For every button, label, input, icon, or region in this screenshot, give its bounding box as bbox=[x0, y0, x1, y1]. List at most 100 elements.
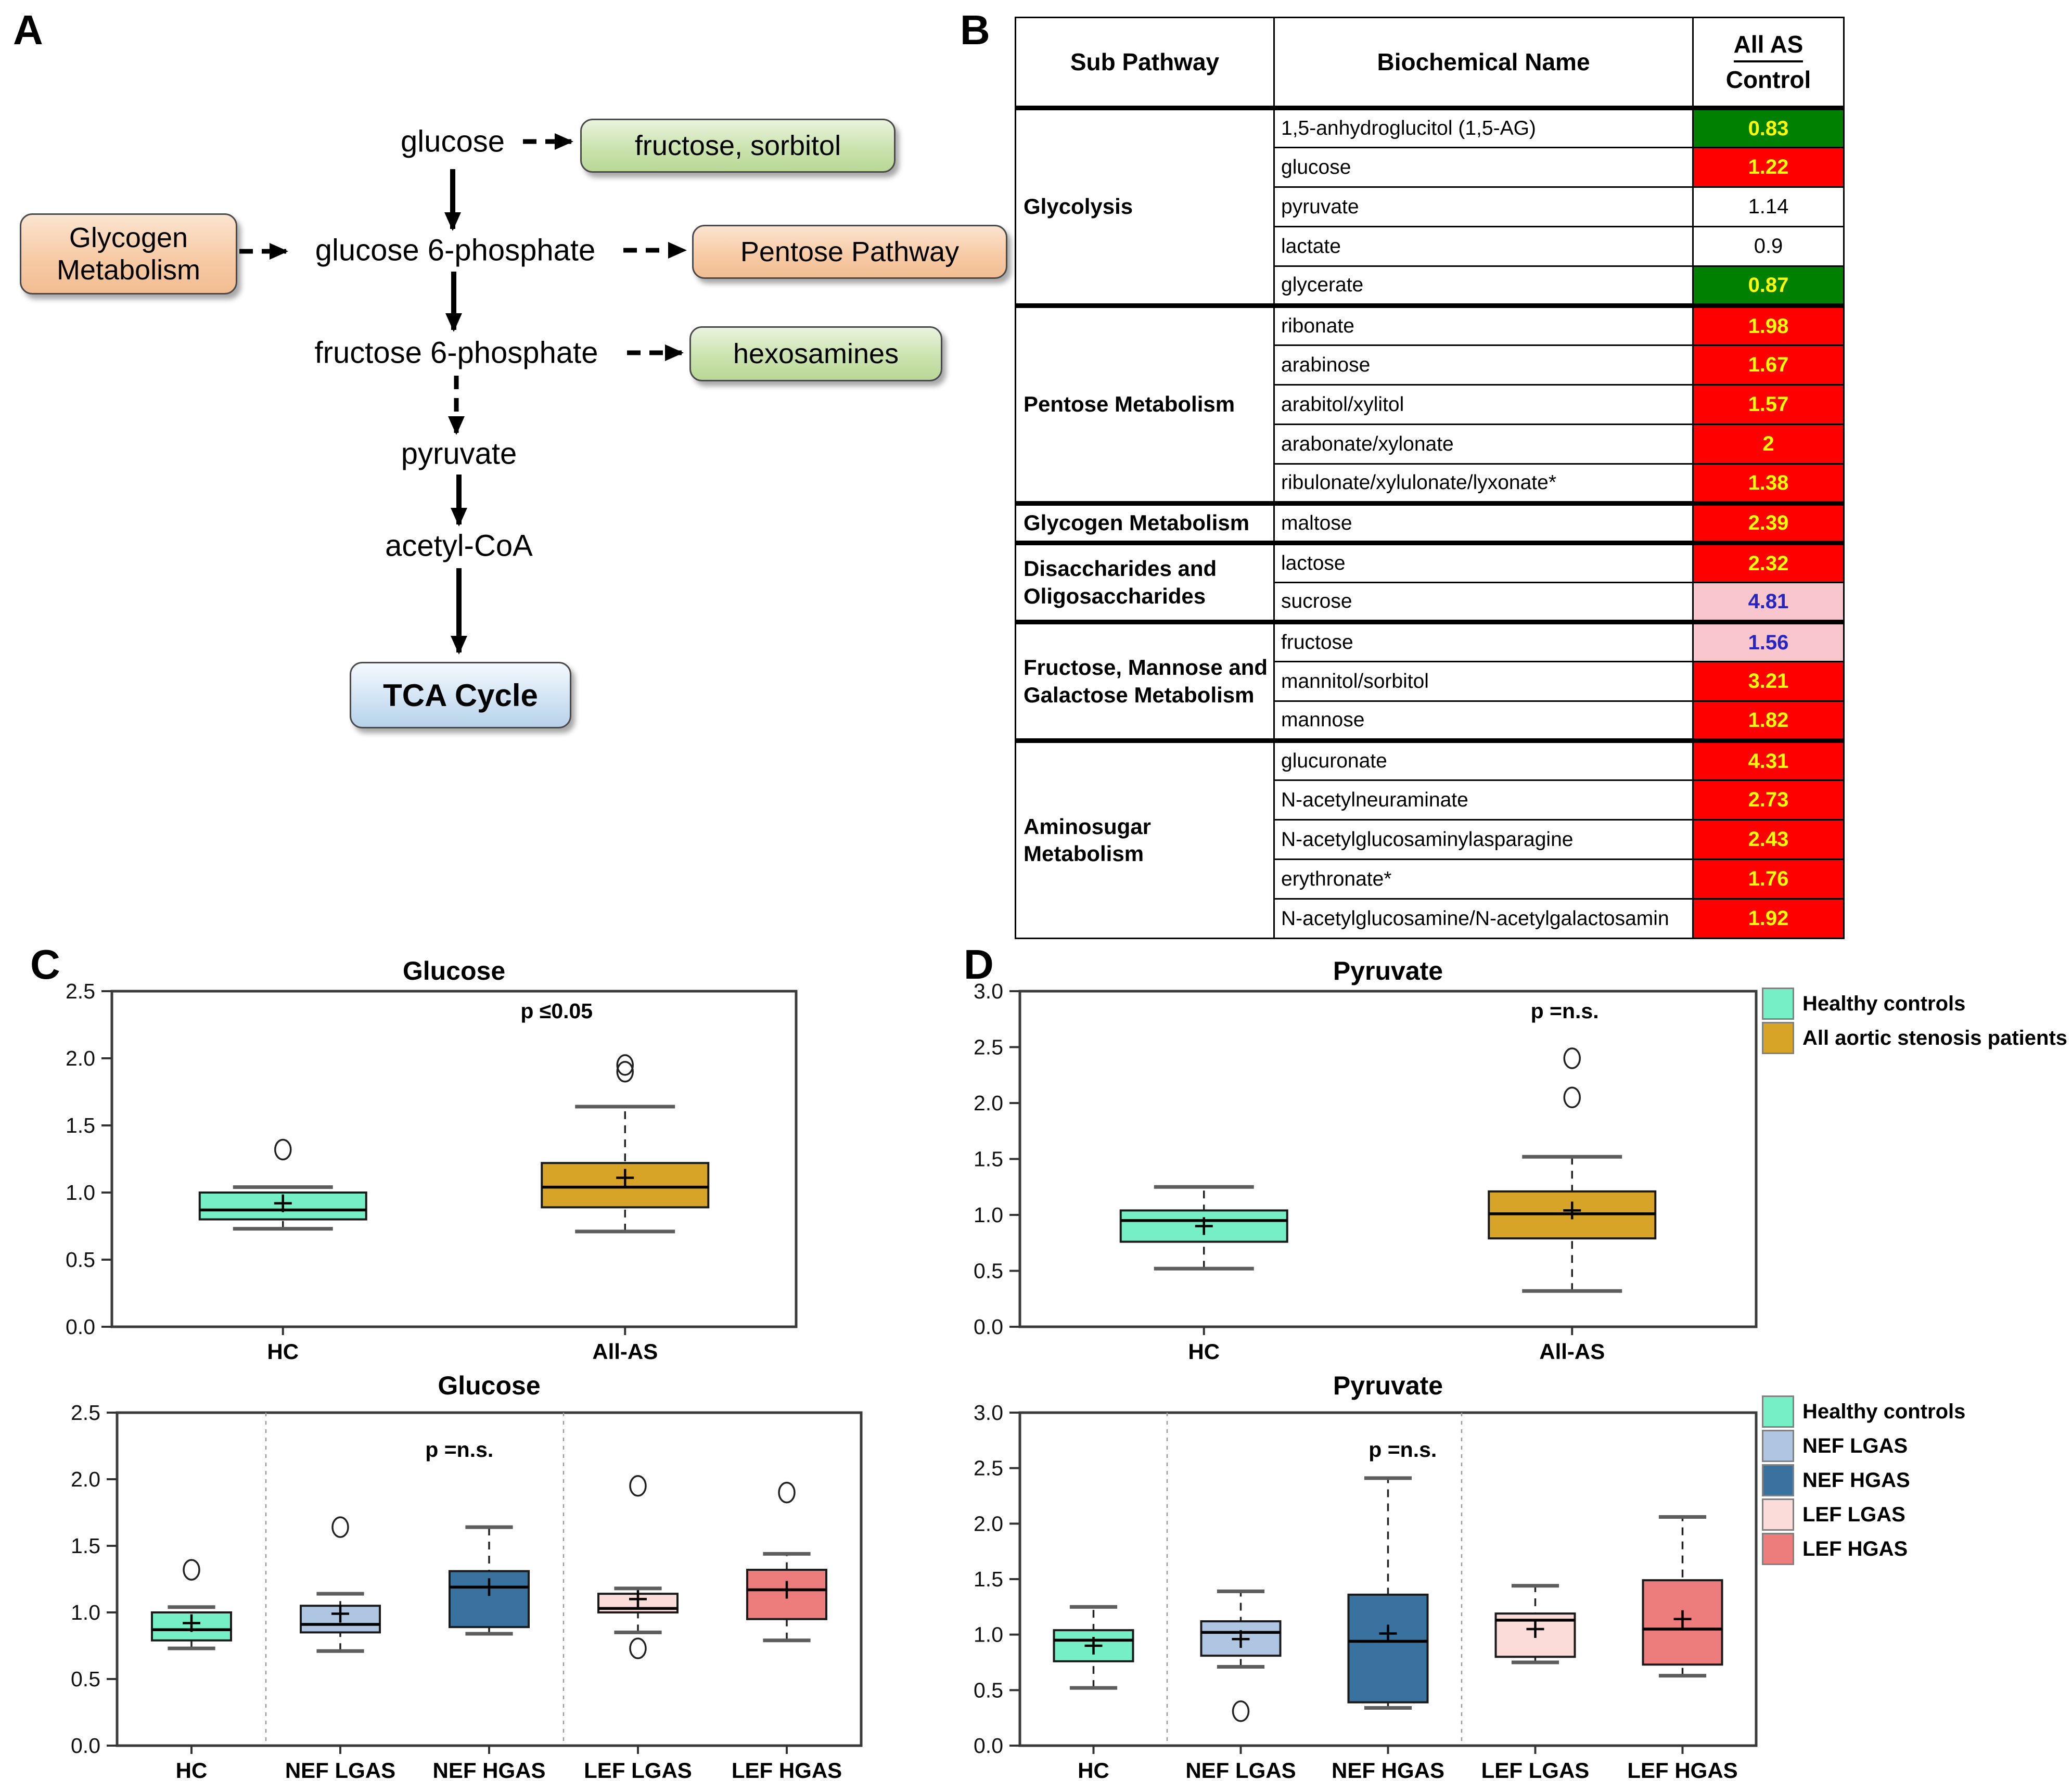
outlier-point bbox=[616, 1061, 634, 1083]
y-tick-label: 0.0 bbox=[66, 1315, 95, 1339]
biochemical-name-cell: arabinose bbox=[1273, 344, 1694, 386]
box-hexosamines: hexosamines bbox=[689, 326, 942, 381]
y-tick-label: 0.5 bbox=[974, 1678, 1003, 1702]
legend-swatch-icon bbox=[1762, 1430, 1794, 1462]
plot-frame bbox=[1018, 990, 1758, 1328]
biochemical-name-cell: sucrose bbox=[1273, 582, 1694, 623]
ratio-value-cell: 1.67 bbox=[1692, 344, 1845, 386]
legend-item: NEF LGAS bbox=[1762, 1430, 1908, 1462]
y-tick-label: 2.0 bbox=[71, 1467, 100, 1491]
table-row: N-acetylglucosamine/N-acetylgalactosamin… bbox=[1016, 898, 1845, 939]
sub-pathway-cell: Pentose Metabolism bbox=[1015, 303, 1275, 504]
col-header-ratio: All AS Control bbox=[1692, 17, 1845, 110]
ratio-value-cell: 1.92 bbox=[1692, 898, 1845, 939]
y-tick-label: 2.5 bbox=[71, 1401, 100, 1425]
panel-label-a: A bbox=[13, 7, 43, 53]
biochemical-name-cell: lactose bbox=[1273, 541, 1694, 583]
y-tick-label: 2.0 bbox=[974, 1511, 1003, 1535]
legend-label: Healthy controls bbox=[1802, 992, 1966, 1015]
table-row: erythronate*1.76 bbox=[1016, 859, 1845, 900]
legend-swatch-icon bbox=[1762, 1464, 1794, 1496]
biochemical-name-cell: N-acetylglucosamine/N-acetylgalactosamin bbox=[1273, 898, 1694, 939]
col-header-sub-pathway: Sub Pathway bbox=[1015, 17, 1275, 110]
ratio-value-cell: 1.22 bbox=[1692, 147, 1845, 188]
outlier-point bbox=[629, 1637, 647, 1659]
category-label: NEF HGAS bbox=[1332, 1758, 1444, 1780]
legend-item: NEF HGAS bbox=[1762, 1464, 1910, 1496]
biochemical-name-cell: glucuronate bbox=[1273, 738, 1694, 781]
metabolite-table: Sub Pathway Biochemical Name All AS Cont… bbox=[1015, 17, 1845, 939]
category-label: HC bbox=[1188, 1339, 1220, 1364]
category-label: LEF LGAS bbox=[584, 1758, 692, 1780]
legend-item: Healthy controls bbox=[1762, 1395, 1965, 1428]
chart-title: Glucose bbox=[403, 960, 505, 985]
y-tick-label: 1.5 bbox=[974, 1147, 1003, 1171]
panel-label-b: B bbox=[960, 7, 990, 53]
panel-label-d: D bbox=[964, 941, 994, 988]
y-tick-label: 1.5 bbox=[71, 1534, 100, 1558]
p-value-label: p =n.s. bbox=[1531, 999, 1599, 1023]
node-pyruvate: pyruvate bbox=[401, 437, 517, 471]
y-tick-label: 0.5 bbox=[71, 1667, 100, 1691]
ratio-value-cell: 0.83 bbox=[1692, 106, 1845, 148]
panel-b-metabolite-table: Sub Pathway Biochemical Name All AS Cont… bbox=[1015, 17, 1845, 939]
y-tick-label: 0.5 bbox=[66, 1248, 95, 1272]
biochemical-name-cell: fructose bbox=[1273, 620, 1694, 662]
ratio-value-cell: 1.14 bbox=[1692, 186, 1845, 227]
box-pentose-pathway: Pentose Pathway bbox=[692, 225, 1007, 279]
y-tick-label: 1.0 bbox=[71, 1600, 100, 1624]
legend-item: LEF HGAS bbox=[1762, 1533, 1908, 1565]
ratio-value-cell: 4.31 bbox=[1692, 738, 1845, 781]
biochemical-name-cell: arabonate/xylonate bbox=[1273, 424, 1694, 465]
outlier-point bbox=[1563, 1086, 1581, 1108]
y-tick-label: 1.5 bbox=[974, 1567, 1003, 1591]
ratio-value-cell: 4.81 bbox=[1692, 582, 1845, 623]
legend-item: All aortic stenosis patients bbox=[1762, 1022, 2067, 1054]
biochemical-name-cell: ribonate bbox=[1273, 303, 1694, 346]
y-tick-label: 1.0 bbox=[974, 1203, 1003, 1227]
biochemical-name-cell: glycerate bbox=[1273, 265, 1694, 306]
biochemical-name-cell: mannose bbox=[1273, 700, 1694, 741]
biochemical-name-cell: glucose bbox=[1273, 147, 1694, 188]
outlier-point bbox=[778, 1481, 796, 1504]
outlier-point bbox=[629, 1475, 647, 1497]
legend-label: All aortic stenosis patients bbox=[1802, 1026, 2068, 1049]
box-fructose-sorbitol: fructose, sorbitol bbox=[580, 119, 896, 173]
y-tick-label: 2.5 bbox=[66, 979, 95, 1003]
y-tick-label: 1.5 bbox=[66, 1113, 95, 1137]
node-glucose: glucose bbox=[401, 124, 505, 159]
ratio-value-cell: 1.38 bbox=[1692, 463, 1845, 504]
category-label: NEF LGAS bbox=[1185, 1758, 1296, 1780]
table-row: ribulonate/xylulonate/lyxonate*1.38 bbox=[1016, 463, 1845, 504]
pathway-arrows bbox=[239, 133, 687, 655]
ratio-numerator: All AS bbox=[1733, 30, 1804, 62]
category-label: NEF LGAS bbox=[285, 1758, 395, 1780]
biochemical-name-cell: N-acetylglucosaminylasparagine bbox=[1273, 819, 1694, 860]
ratio-value-cell: 2.43 bbox=[1692, 819, 1845, 860]
box-glycogen-metabolism: Glycogen Metabolism bbox=[20, 213, 237, 294]
legend-label: LEF LGAS bbox=[1802, 1503, 1905, 1526]
legend-swatch-icon bbox=[1762, 1498, 1794, 1531]
y-tick-label: 0.0 bbox=[974, 1734, 1003, 1758]
y-tick-label: 3.0 bbox=[974, 1401, 1003, 1425]
category-label: All-AS bbox=[592, 1339, 658, 1364]
legend-swatch-icon bbox=[1762, 1022, 1794, 1054]
sub-pathway-cell: Glycolysis bbox=[1015, 106, 1275, 306]
col-header-biochemical-name: Biochemical Name bbox=[1273, 17, 1694, 110]
ratio-value-cell: 0.87 bbox=[1692, 265, 1845, 306]
category-label: LEF LGAS bbox=[1481, 1758, 1590, 1780]
outlier-point bbox=[183, 1559, 200, 1581]
biochemical-name-cell: mannitol/sorbitol bbox=[1273, 661, 1694, 702]
